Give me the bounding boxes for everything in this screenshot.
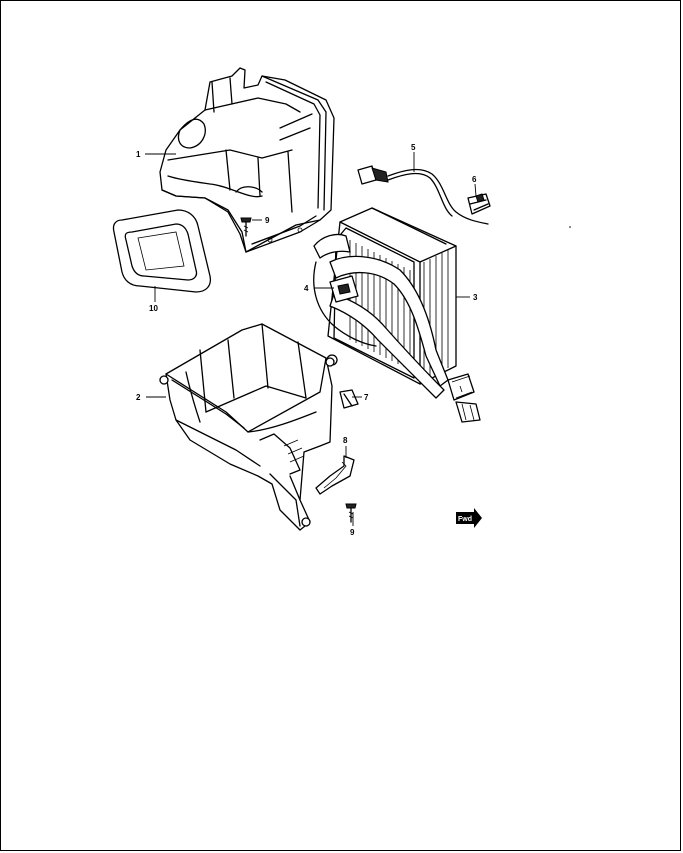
callout-labels: 1 2 3 4 5 6 7 8 9 9 10: [136, 143, 478, 537]
evaporator-core-part: [313, 207, 481, 423]
callout-4: 4: [304, 284, 309, 293]
callout-8: 8: [343, 436, 348, 445]
leader-lines: [145, 152, 477, 526]
thermistor-clip-part: [467, 193, 491, 215]
thermistor-part: [357, 165, 489, 225]
callout-2: 2: [136, 393, 141, 402]
callout-10: 10: [149, 304, 158, 313]
callout-9-lower: 9: [350, 528, 355, 537]
lower-case-part: [159, 323, 335, 531]
front-arrow-icon: Fwd: [456, 508, 482, 528]
callout-1: 1: [136, 150, 141, 159]
callout-6: 6: [472, 175, 477, 184]
upper-case-part: [159, 67, 335, 253]
stray-dot: [569, 226, 571, 228]
callout-3: 3: [473, 293, 478, 302]
clip-part: [339, 389, 359, 409]
callout-5: 5: [411, 143, 416, 152]
screw-upper-part: [240, 217, 252, 237]
seal-ring-part: [112, 209, 212, 293]
callout-9-upper: 9: [265, 216, 270, 225]
gasket-part: [315, 455, 355, 495]
callout-7: 7: [364, 393, 369, 402]
front-marker-label: Fwd: [458, 516, 472, 523]
screw-lower-part: [345, 503, 357, 523]
